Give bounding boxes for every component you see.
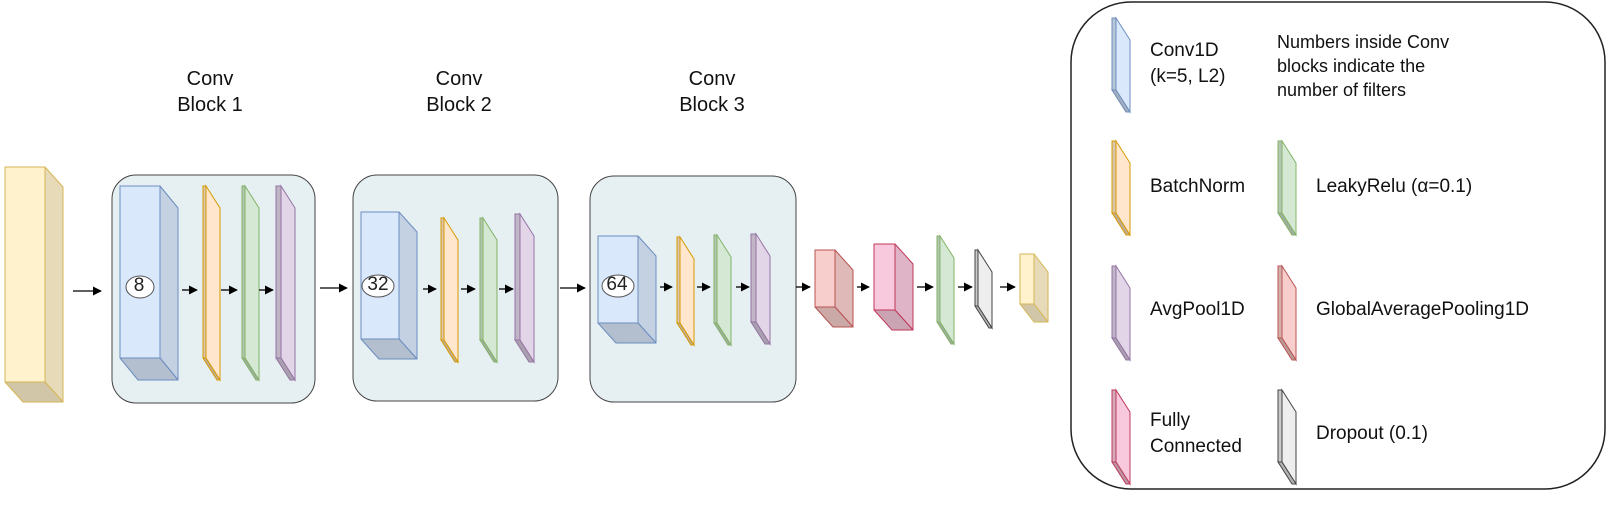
legend-fc-label: Fully Connected [1150,408,1242,460]
conv-block-2-leakyrelu [479,216,498,364]
conv-block-1-conv1d [119,185,179,381]
legend-fc-line2: Connected [1150,436,1242,457]
legend-batchnorm-label: BatchNorm [1150,176,1246,197]
legend-note-line2: blocks indicate the [1277,56,1426,76]
conv-block-1-avgpool [275,184,296,382]
conv-block-2-conv1d [360,211,418,360]
conv-block-3-title-line2: Block 3 [679,94,745,116]
legend-avgpool-label: AvgPool1D [1150,299,1245,320]
conv-block-3-batchnorm [676,235,695,347]
conv-block-3-title: Conv Block 3 [632,66,792,118]
input-layer [4,166,64,403]
legend-conv1d-icon [1111,16,1131,114]
output-layer [1019,253,1049,323]
conv-block-1-leakyrelu [241,184,260,382]
legend-note: Numbers inside Conv blocks indicate the … [1277,30,1449,102]
fully-connected-layer [873,243,914,331]
legend-dropout-icon [1277,388,1297,486]
legend-fc-line1: Fully [1150,410,1191,431]
conv-block-3-leakyrelu [713,233,732,347]
legend-note-line3: number of filters [1277,80,1407,100]
legend-leakyrelu-label: LeakyRelu (α=0.1) [1316,176,1473,197]
legend-avgpool-icon [1111,264,1131,362]
dropout-head [974,248,993,330]
conv-block-2-title-line1: Conv [435,68,483,90]
legend-note-line1: Numbers inside Conv [1277,32,1450,52]
conv-block-2-title-line2: Block 2 [426,94,492,116]
conv-block-3-avgpool [750,232,771,346]
legend-gap-label: GlobalAveragePooling1D [1316,299,1530,320]
conv-block-2-filters: 32 [367,274,389,295]
legend-conv1d-line1: Conv1D [1150,40,1219,61]
legend-batchnorm-icon [1111,139,1131,237]
conv-block-1-filter-circle [125,275,155,299]
conv-block-1-title-line2: Block 1 [177,94,243,116]
conv-block-2-title: Conv Block 2 [379,66,539,118]
conv-block-2-filter-circle [361,274,395,298]
legend-box [1070,1,1606,490]
conv-block-1-title: Conv Block 1 [130,66,290,118]
conv-block-3-filter-circle [601,274,635,298]
legend-fc-icon [1111,388,1131,486]
global-average-pooling-layer [814,249,854,328]
conv-block-3-filters: 64 [606,274,628,295]
legend-conv1d-label: Conv1D (k=5, L2) [1150,38,1226,90]
leakyrelu-head [936,234,955,346]
legend-conv1d-line2: (k=5, L2) [1150,66,1226,87]
conv-block-1-batchnorm [202,184,221,382]
conv-block-2-batchnorm [440,216,459,364]
legend-gap-icon [1277,264,1297,362]
conv-block-2-avgpool [514,212,535,364]
conv-block-3-title-line1: Conv [688,68,736,90]
conv-block-3-conv1d [597,235,657,344]
legend-leakyrelu-icon [1277,139,1297,237]
legend-dropout-label: Dropout (0.1) [1316,423,1428,444]
conv-block-1-title-line1: Conv [186,68,234,90]
conv-block-1-filters: 8 [133,275,145,296]
